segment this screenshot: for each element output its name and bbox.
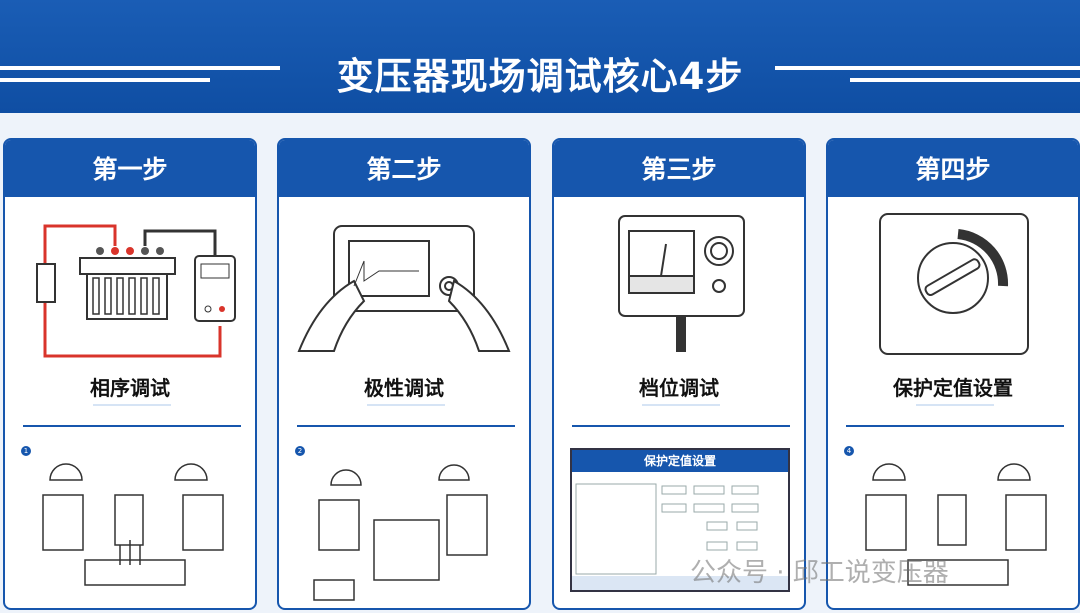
workers-testing-illustration	[313, 464, 488, 601]
step-card-3: 第三步 档位调试 保护定值设置	[552, 138, 806, 610]
step-label: 极性调试	[364, 376, 444, 400]
step-header: 第四步	[828, 140, 1078, 197]
step-number-badge: 1	[21, 446, 31, 456]
phase-sequence-illustration	[36, 224, 236, 358]
screen-title: 保护定值设置	[572, 450, 788, 472]
step-card-1: 第一步 相序调试 1	[3, 138, 257, 610]
underline-decor	[367, 404, 445, 406]
tap-changer-gauge-illustration	[618, 215, 745, 352]
step-label: 保护定值设置	[893, 376, 1013, 400]
step-header: 第一步	[5, 140, 255, 197]
step-header: 第二步	[279, 140, 529, 197]
workers-testing-illustration	[42, 463, 224, 586]
polarity-tester-illustration	[297, 225, 511, 352]
underline-decor	[642, 404, 720, 406]
step-number-badge: 2	[295, 446, 305, 456]
watermark: 公众号 · 邱工说变压器	[690, 558, 949, 588]
divider	[572, 425, 790, 427]
divider	[297, 425, 515, 427]
settings-form-mock	[572, 483, 788, 590]
step-card-2: 第二步 极性调试 2	[277, 138, 531, 610]
stripe-decor	[0, 66, 280, 70]
protection-dial-illustration	[879, 213, 1029, 355]
workers-testing-illustration	[865, 463, 1047, 586]
stripe-decor	[775, 66, 1080, 70]
step-header: 第三步	[554, 140, 804, 197]
page-title: 变压器现场调试核心4步	[336, 55, 744, 98]
stripe-decor	[0, 78, 210, 82]
step-label: 相序调试	[90, 376, 170, 400]
step-number-badge: 4	[844, 446, 854, 456]
stripe-decor	[850, 78, 1080, 82]
underline-decor	[93, 404, 171, 406]
divider	[846, 425, 1064, 427]
step-label: 档位调试	[639, 376, 719, 400]
step-card-4: 第四步 保护定值设置 4	[826, 138, 1080, 610]
divider	[23, 425, 241, 427]
title-banner: 变压器现场调试核心4步	[0, 0, 1080, 113]
underline-decor	[916, 404, 994, 406]
protection-settings-screen: 保护定值设置	[570, 448, 790, 592]
